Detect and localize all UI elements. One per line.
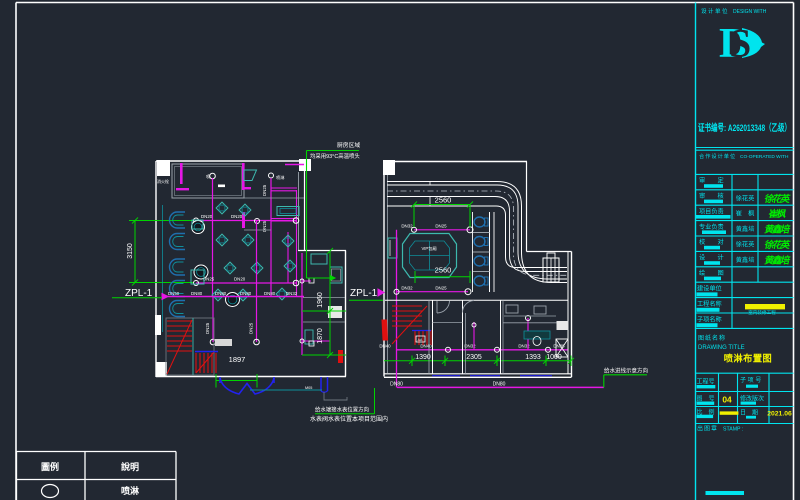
svg-text:专业负责: 专业负责 bbox=[699, 223, 724, 231]
svg-text:消火栓: 消火栓 bbox=[157, 178, 169, 184]
svg-text:DN50: DN50 bbox=[168, 291, 180, 296]
svg-text:工程名称: 工程名称 bbox=[697, 300, 722, 308]
svg-text:3150: 3150 bbox=[127, 243, 134, 259]
svg-text:DN25: DN25 bbox=[249, 322, 254, 334]
svg-text:04: 04 bbox=[722, 394, 732, 404]
svg-text:DN40: DN40 bbox=[420, 344, 432, 349]
svg-text:DN25: DN25 bbox=[205, 322, 210, 334]
svg-text:AA: AA bbox=[418, 338, 423, 342]
svg-text:DRAWING TITLE: DRAWING TITLE bbox=[698, 345, 745, 351]
svg-text:徐花英: 徐花英 bbox=[736, 194, 755, 202]
svg-text:徐花英: 徐花英 bbox=[762, 239, 791, 251]
svg-text:水表阀水表位置本项目范围内: 水表阀水表位置本项目范围内 bbox=[310, 415, 388, 423]
svg-text:DN20: DN20 bbox=[231, 214, 243, 219]
svg-text:项目负责: 项目负责 bbox=[699, 207, 724, 215]
svg-text:徐花英: 徐花英 bbox=[762, 193, 791, 205]
svg-text:DN80: DN80 bbox=[240, 291, 252, 296]
svg-text:DN80: DN80 bbox=[191, 291, 203, 296]
svg-text:2560: 2560 bbox=[435, 196, 452, 205]
svg-text:ZPL-1: ZPL-1 bbox=[125, 288, 153, 299]
svg-text:黄鑫培: 黄鑫培 bbox=[736, 256, 755, 264]
svg-text:图 号: 图 号 bbox=[697, 396, 715, 403]
svg-text:证书编号: A262013348（乙级）: 证书编号: A262013348（乙级） bbox=[698, 122, 791, 134]
svg-text:厨房区域: 厨房区域 bbox=[337, 141, 360, 149]
svg-text:DN25: DN25 bbox=[435, 224, 447, 229]
svg-text:给水进线示意方向: 给水进线示意方向 bbox=[604, 366, 648, 374]
svg-text:DN25: DN25 bbox=[262, 220, 267, 232]
svg-text:喷淋: 喷淋 bbox=[121, 485, 139, 496]
svg-text:DN25: DN25 bbox=[262, 184, 267, 196]
svg-text:绘 图: 绘 图 bbox=[699, 269, 724, 277]
svg-text:建设单位: 建设单位 bbox=[697, 285, 722, 293]
svg-text:1393: 1393 bbox=[525, 354, 541, 361]
svg-text:1870: 1870 bbox=[317, 328, 324, 344]
svg-text:DN80: DN80 bbox=[215, 291, 227, 296]
svg-text:给水端接水表位置方向: 给水端接水表位置方向 bbox=[315, 406, 369, 414]
svg-text:黄鑫培: 黄鑫培 bbox=[736, 225, 755, 233]
svg-text:审 核: 审 核 bbox=[699, 192, 724, 200]
svg-text:VIP包厢: VIP包厢 bbox=[421, 245, 436, 252]
svg-text:工程号: 工程号 bbox=[697, 378, 715, 386]
svg-text:喷: 喷 bbox=[206, 173, 210, 179]
svg-text:DN25: DN25 bbox=[553, 344, 565, 349]
svg-text:2560: 2560 bbox=[435, 266, 452, 275]
svg-text:DN32: DN32 bbox=[464, 344, 476, 349]
svg-text:喷淋布置图: 喷淋布置图 bbox=[724, 353, 772, 364]
svg-text:說明: 說明 bbox=[121, 461, 139, 472]
svg-text:1000: 1000 bbox=[546, 354, 562, 361]
svg-text:DN40: DN40 bbox=[379, 344, 391, 349]
svg-text:DN80: DN80 bbox=[390, 381, 403, 387]
svg-text:均采用93°C高温喷头: 均采用93°C高温喷头 bbox=[310, 152, 360, 160]
svg-text:徐花英: 徐花英 bbox=[736, 241, 755, 249]
svg-text:圖例: 圖例 bbox=[41, 461, 59, 472]
svg-text:合作设计单位: 合作设计单位 bbox=[699, 152, 736, 160]
svg-text:出图章: 出图章 bbox=[697, 425, 718, 433]
svg-text:M05: M05 bbox=[305, 386, 312, 390]
svg-text:设 计: 设 计 bbox=[699, 254, 724, 262]
svg-text:DN20: DN20 bbox=[201, 214, 213, 219]
svg-text:DN32: DN32 bbox=[286, 291, 298, 296]
svg-text:DN80: DN80 bbox=[493, 381, 506, 387]
svg-text:2305: 2305 bbox=[466, 354, 482, 361]
svg-text:CO-OPERATED WITH: CO-OPERATED WITH bbox=[740, 154, 789, 160]
svg-text:日 期: 日 期 bbox=[740, 409, 758, 417]
svg-text:崔 枫: 崔 枫 bbox=[736, 210, 755, 218]
svg-text:校 对: 校 对 bbox=[699, 238, 724, 246]
svg-text:子 项 号: 子 项 号 bbox=[740, 377, 761, 384]
svg-text:设计单位: 设计单位 bbox=[701, 7, 729, 15]
svg-text:1960: 1960 bbox=[317, 292, 324, 308]
svg-text:喷淋: 喷淋 bbox=[276, 174, 285, 181]
svg-text:DN80: DN80 bbox=[264, 291, 276, 296]
svg-text:2021.06: 2021.06 bbox=[767, 410, 792, 417]
svg-text:DN20: DN20 bbox=[234, 277, 246, 282]
svg-text:DN32: DN32 bbox=[518, 344, 530, 349]
svg-text:STAMP :: STAMP : bbox=[723, 427, 743, 433]
svg-text:审 定: 审 定 bbox=[699, 177, 724, 185]
svg-text:ZPL-1: ZPL-1 bbox=[350, 288, 378, 299]
svg-text:黄鑫培: 黄鑫培 bbox=[763, 254, 791, 266]
svg-text:比 例: 比 例 bbox=[697, 408, 715, 416]
svg-text:DESIGN WITH: DESIGN WITH bbox=[733, 9, 767, 15]
svg-text:DN25: DN25 bbox=[203, 277, 215, 282]
svg-text:DN32: DN32 bbox=[401, 285, 413, 290]
svg-text:修改版次: 修改版次 bbox=[740, 395, 764, 403]
svg-text:1390: 1390 bbox=[415, 354, 431, 361]
svg-text:室内装修工程: 室内装修工程 bbox=[748, 309, 776, 316]
svg-text:崔枫: 崔枫 bbox=[766, 208, 787, 220]
svg-text:黄鑫培: 黄鑫培 bbox=[763, 224, 791, 236]
svg-text:DN25: DN25 bbox=[435, 285, 447, 290]
svg-text:DN32: DN32 bbox=[401, 224, 413, 229]
svg-text:S: S bbox=[729, 21, 751, 66]
svg-text:图纸名称: 图纸名称 bbox=[698, 334, 726, 342]
svg-text:1897: 1897 bbox=[229, 355, 246, 364]
svg-text:子项名称: 子项名称 bbox=[697, 315, 722, 323]
